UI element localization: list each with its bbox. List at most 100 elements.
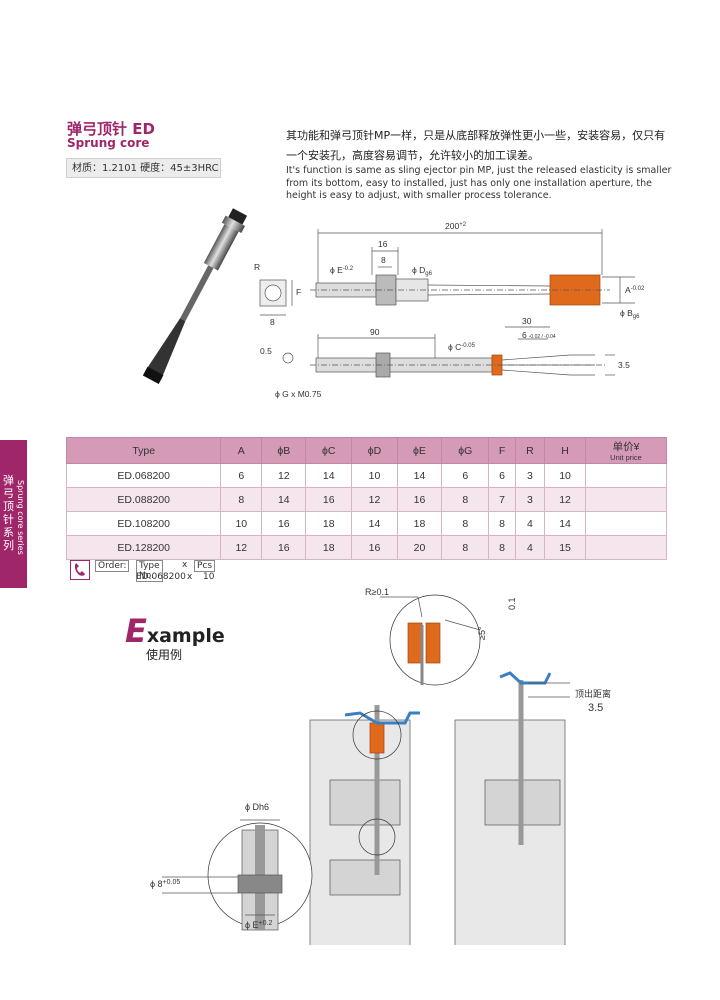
table-cell: 4 (514, 511, 546, 536)
table-cell: 18 (305, 535, 353, 560)
price-cell (585, 535, 667, 560)
order-pcs-label: Pcs (194, 560, 216, 572)
table-cell: 16 (351, 535, 398, 560)
label-g: ϕ G x M0.75 (275, 389, 322, 399)
order-example-qty: 10 (203, 572, 215, 582)
col-type: Type (65, 437, 222, 464)
order-example-type: ED.068200 (136, 572, 186, 582)
table-cell: 16 (261, 511, 307, 536)
dim-05: 0.5 (260, 346, 272, 356)
dim-90: 90 (370, 327, 380, 337)
order-x: x (182, 560, 188, 570)
dim-200: 200+2 (445, 221, 467, 231)
example-dh6: ϕ Dh6 (245, 802, 269, 812)
side-tab: 弹弓顶针系列 Sprung core series (0, 440, 27, 588)
col-r: R (514, 437, 546, 464)
example-subtitle: 使用例 (146, 648, 183, 662)
phone-icon (70, 560, 90, 580)
dim-8-square: 8 (270, 317, 275, 327)
table-cell: 4 (514, 535, 546, 560)
price-cell (585, 487, 667, 512)
label-b: ϕ Bg6 (620, 308, 640, 320)
dim-35: 3.5 (618, 360, 630, 370)
table-cell: 18 (396, 511, 443, 536)
table-cell: ED.108200 (65, 511, 222, 536)
description-zh: 其功能和弹弓顶针MP一样，只是从底部释放弹性更小一些，安装容易，仅只有一个安装孔… (286, 129, 666, 162)
table-cell: 15 (544, 535, 586, 560)
table-cell: 8 (441, 487, 490, 512)
price-cell (585, 463, 667, 488)
table-cell: 7 (488, 487, 516, 512)
side-tab-en: Sprung core series (16, 480, 25, 555)
material-spec: 材质：1.2101 硬度：45±3HRC (66, 158, 221, 178)
table-cell: 10 (220, 511, 263, 536)
table-cell: 3 (514, 463, 546, 488)
example-d8: ϕ 8+0.05 (150, 879, 180, 889)
table-cell: 12 (261, 463, 307, 488)
col-f: F (488, 437, 516, 464)
order-x-2: x (187, 572, 193, 582)
description-en: It's function is same as sling ejector p… (286, 165, 672, 201)
table-cell: 16 (305, 487, 353, 512)
label-e: ϕ E-0.2 (330, 265, 354, 275)
example-angle: ≥5° (477, 626, 487, 640)
table-cell: 14 (351, 511, 398, 536)
example-r-label: R≥0.1 (365, 587, 389, 597)
table-cell: 8 (441, 535, 490, 560)
label-r: R (254, 262, 260, 272)
table-cell: 8 (488, 511, 516, 536)
table-cell: 16 (261, 535, 307, 560)
table-cell: 8 (488, 535, 516, 560)
table-cell: ED.128200 (65, 535, 222, 560)
dim-6: 6-0.02 / -0.04 (522, 330, 556, 340)
example-big-letter: E (125, 612, 147, 650)
table-cell: 8 (441, 511, 490, 536)
price-cell (585, 511, 667, 536)
side-tab-zh: 弹弓顶针系列 (3, 474, 14, 552)
order-type-label: Type No. (136, 560, 163, 582)
table-cell: 6 (488, 463, 516, 488)
page-title: 弹弓顶针 ED (67, 120, 155, 138)
product-photo (142, 208, 248, 384)
table-cell: ED.068200 (65, 463, 222, 488)
label-c: ϕ C-0.05 (448, 342, 476, 352)
col-h: H (544, 437, 586, 464)
table-cell: 10 (544, 463, 586, 488)
table-cell: 10 (351, 463, 398, 488)
label-d: ϕ Dg6 (412, 265, 433, 277)
table-cell: ED.088200 (65, 487, 222, 512)
table-cell: 3 (514, 487, 546, 512)
col-b: ϕB (261, 437, 307, 464)
table-cell: 6 (441, 463, 490, 488)
table-header-row: Type A ϕB ϕC ϕD ϕE ϕG F R H 单价¥ Unit pri… (65, 437, 667, 464)
spec-table: Type A ϕB ϕC ϕD ϕE ϕG F R H 单价¥ Unit pri… (65, 437, 667, 560)
col-price: 单价¥ Unit price (585, 437, 667, 464)
col-a: A (220, 437, 263, 464)
price-header-zh: 单价¥ (612, 441, 640, 453)
table-cell: 8 (220, 487, 263, 512)
table-cell: 14 (261, 487, 307, 512)
price-header-en: Unit price (610, 453, 642, 462)
example-eject-zh: 顶出距离 (575, 688, 611, 699)
table-cell: 12 (220, 535, 263, 560)
example-drawing: R≥0.1 0.1 ≥5° 顶出距离 3.5 ϕ Dh6 ϕ 8+0.05 ϕ … (150, 587, 611, 945)
dim-16: 16 (378, 239, 388, 249)
example-dim-01: 0.1 (507, 597, 517, 610)
example-e02: ϕ E+0.2 (245, 920, 272, 930)
table-cell: 12 (351, 487, 398, 512)
example-eject-val: 3.5 (588, 702, 603, 714)
label-a: A-0.02 (625, 285, 645, 295)
dim-30: 30 (522, 316, 532, 326)
example-rest: xample (146, 625, 225, 647)
table-cell: 16 (396, 487, 443, 512)
table-cell: 20 (396, 535, 443, 560)
table-cell: 14 (544, 511, 586, 536)
technical-drawing: 200+2 16 8 ϕ E-0.2 ϕ Dg6 A-0.02 ϕ Bg6 R … (254, 221, 645, 399)
label-f: F (296, 287, 301, 297)
col-e: ϕE (396, 437, 443, 464)
table-cell: 18 (305, 511, 353, 536)
